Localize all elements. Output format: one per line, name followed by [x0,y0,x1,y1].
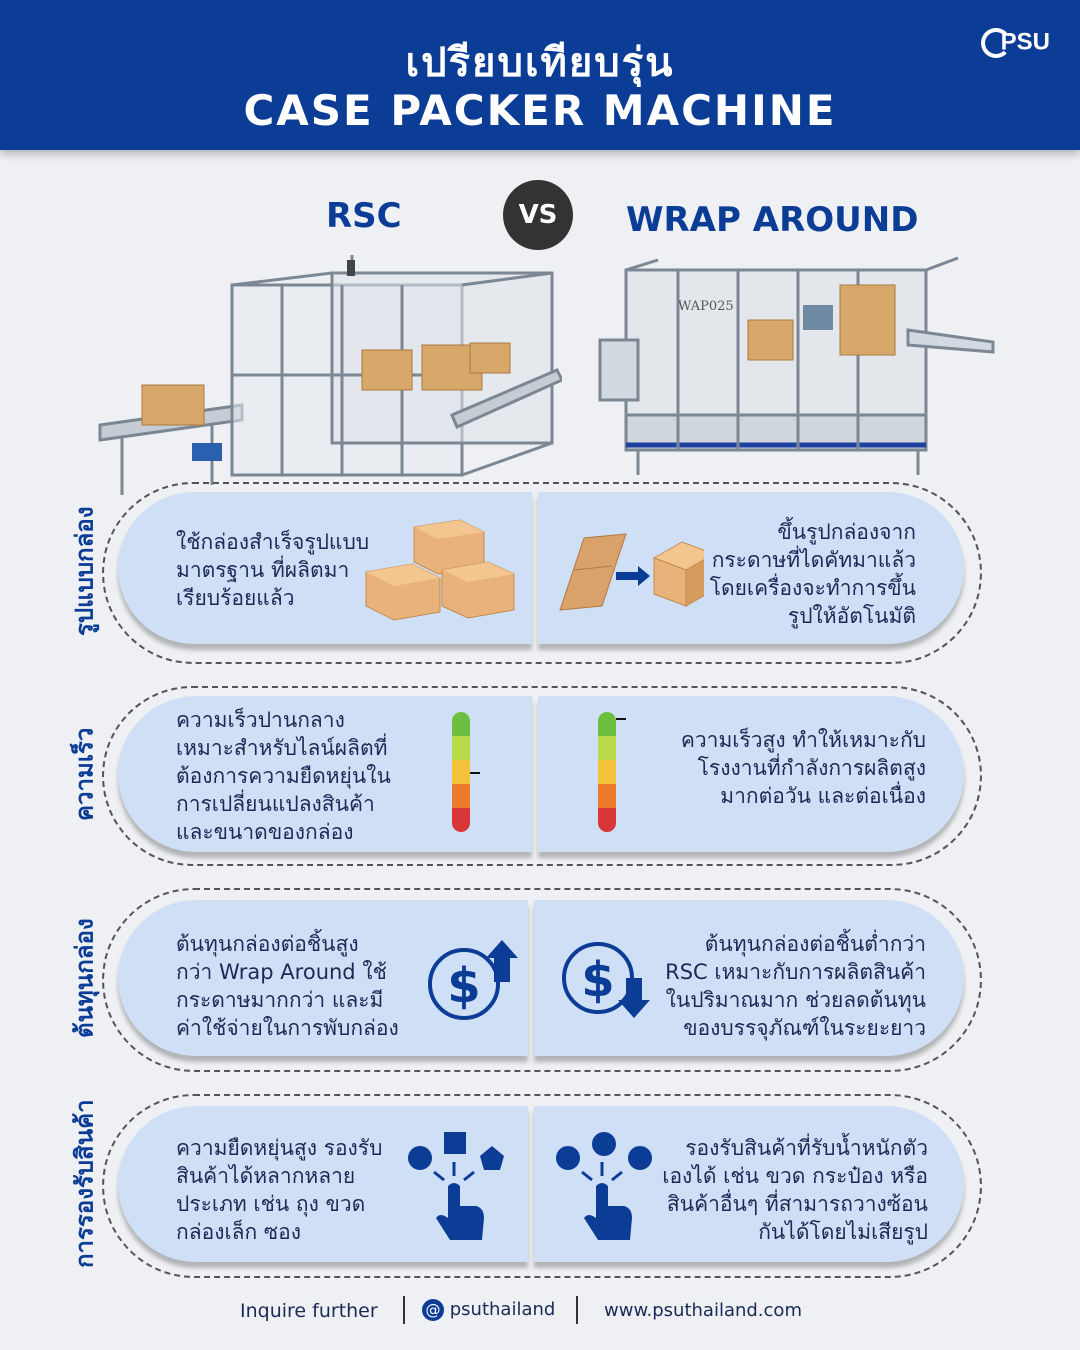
rsc-speed-text: ความเร็วปานกลางเหมาะสำหรับไลน์ผลิตที่ต้อ… [176,708,391,844]
hand-choose-shapes-icon [408,1132,504,1240]
wrap-around-heading: WRAP AROUND [626,200,919,240]
dollar-down-icon: $ [562,942,650,1018]
gauge-segment [598,736,616,760]
wrap-speed-text: ความเร็วสูง ทำให้เหมาะกับโรงงานที่กำลังก… [680,728,926,808]
footer-divider-2 [576,1296,578,1324]
inquire-label: Inquire further [240,1300,378,1322]
row-box-cost [102,888,982,1072]
gauge-segment [452,736,470,760]
footer-divider [403,1296,405,1324]
rsc-box-type-text: ใช้กล่องสำเร็จรูปแบบมาตรฐาน ที่ผลิตมาเรี… [176,530,370,610]
website-link[interactable]: www.psuthailand.com [604,1300,802,1321]
wrap-support-text: รองรับสินค้าที่รับน้ำหนักตัวเองได้ เช่น … [662,1136,928,1244]
wrap-box-type-panel: ขึ้นรูปกล่องจากกระดาษที่ไดคัทมาแล้วโดยเค… [538,492,964,644]
flat-to-box-icon [559,533,704,611]
rsc-support-text: ความยืดหยุ่นสูง รองรับสินค้าได้หลากหลายป… [176,1136,383,1244]
row-label-box-type: รูปแบบกล่อง [70,506,99,636]
machine-model-label: WAP025 [678,299,734,314]
speed-gauge-medium-icon [452,712,480,832]
row-speed [102,686,982,866]
stacked-boxes-icon [365,519,515,621]
gauge-segment [452,712,470,736]
row-product-support [102,1094,982,1278]
hand-choose-circles-icon [556,1132,652,1240]
svg-text:$: $ [581,952,614,1008]
rsc-cost-panel: ต้นทุนกล่องต่อชิ้นสูงกว่า Wrap Around ใช… [118,900,528,1056]
psu-logo: PSU [980,28,1050,58]
rsc-support-panel: ความยืดหยุ่นสูง รองรับสินค้าได้หลากหลายป… [118,1106,528,1262]
row-label-speed: ความเร็ว [70,727,99,821]
gauge-segment [452,808,470,832]
gauge-segment [598,808,616,832]
wrap-speed-panel: ความเร็วสูง ทำให้เหมาะกับโรงงานที่กำลังก… [538,696,964,852]
gauge-segment [452,784,470,808]
wrap-box-type-text: ขึ้นรูปกล่องจากกระดาษที่ไดคัทมาแล้วโดยเค… [709,520,916,628]
rsc-box-type-panel: ใช้กล่องสำเร็จรูปแบบมาตรฐาน ที่ผลิตมาเรี… [118,492,532,644]
page-title-english: CASE PACKER MACHINE [243,86,837,135]
at-icon: @ [422,1299,444,1321]
row-label-box-cost: ต้นทุนกล่อง [70,918,99,1038]
rsc-heading: RSC [326,196,402,236]
gauge-marker [470,772,480,774]
vs-badge: VS [503,180,573,250]
dollar-up-icon: $ [428,940,518,1020]
gauge-marker [616,718,626,720]
gauge-segment [598,712,616,736]
rsc-machine-image [98,255,562,495]
row-box-type [102,482,982,664]
rsc-cost-text: ต้นทุนกล่องต่อชิ้นสูงกว่า Wrap Around ใช… [176,932,399,1040]
speed-gauge-high-icon [598,712,626,832]
gauge-segment [598,760,616,784]
wrap-support-panel: รองรับสินค้าที่รับน้ำหนักตัวเองได้ เช่น … [534,1106,964,1262]
rsc-speed-panel: ความเร็วปานกลางเหมาะสำหรับไลน์ผลิตที่ต้อ… [118,696,532,852]
gauge-segment [452,760,470,784]
row-label-product-support: การรองรับสินค้า [70,1099,99,1269]
header-banner: เปรียบเทียบรุ่น CASE PACKER MACHINE PSU [0,0,1080,150]
wrap-around-machine-image: WAP025 [598,256,995,475]
footer: Inquire further @ psuthailand www.psutha… [0,1296,1080,1326]
svg-text:$: $ [447,958,480,1014]
social-handle-link[interactable]: @ psuthailand [422,1299,555,1321]
gauge-segment [598,784,616,808]
page-title-thai: เปรียบเทียบรุ่น [405,40,675,86]
